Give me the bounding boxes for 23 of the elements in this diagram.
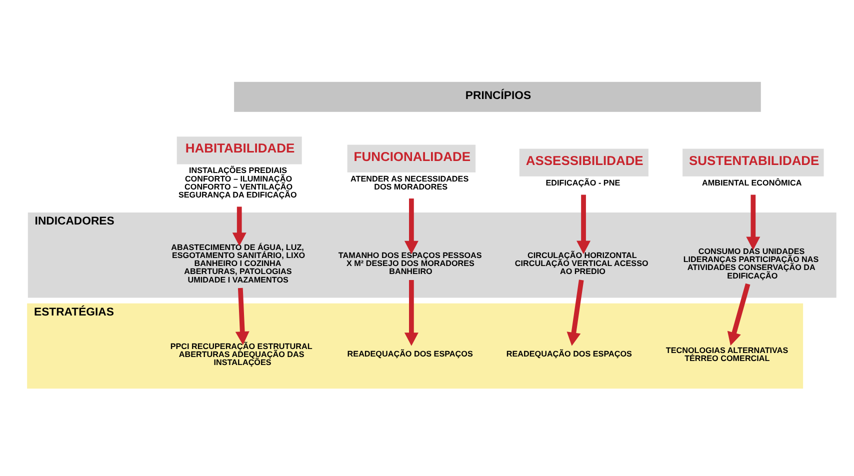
node-text: READEQUAÇÃO DOS ESPAÇOS: [347, 349, 473, 358]
node-box: PRINCÍPIOS: [234, 81, 761, 112]
arrow: [235, 287, 250, 344]
node-text: ABASTECIMENTO DE ÁGUA, LUZ, ESGOTAMENTO SANITÁRIO, LIXO BANHEIRO I COZINHA ABERTURAS, PATOLOGIAS UMIDADE I VAZAMENTOS: [171, 242, 306, 284]
node-text: CIRCULAÇÃO HORIZONTAL CIRCULAÇÃO VERTICAL ACESSO AO PREDIO: [514, 250, 648, 276]
node-box: HABITABILIDADE: [176, 136, 302, 164]
arrow: [746, 194, 760, 250]
node-box: ASSESSIBILIDADE: [519, 148, 648, 176]
arrow: [404, 198, 418, 254]
node-label: AMBIENTAL ECONÔMICA: [702, 178, 802, 187]
node-text: CONSUMO DAS UNIDADES LIDERANÇAS PARTICIPAÇÃO NAS ATIVIDADES CONSERVAÇÃO DA EDIFICAÇÃO: [683, 246, 819, 280]
arrow: [404, 280, 418, 346]
node-text: TECNOLOGIAS ALTERNATIVAS TÉRREO COMERCIAL: [666, 345, 788, 363]
node-text: READEQUAÇÃO DOS ESPAÇOS: [506, 349, 632, 358]
node-text: PPCI RECUPERAÇÃO ESTRUTURAL ABERTURAS ADEQUAÇÃO DAS INSTALAÇÕES: [170, 341, 312, 367]
node-label: EDIFICAÇÃO - PNE: [546, 178, 620, 187]
arrow: [232, 206, 246, 246]
node-text: TAMANHO DOS ESPAÇOS PESSOAS X M² DESEJO DOS MORADORES BANHEIRO: [338, 250, 482, 276]
node-box: SUSTENTABILIDADE: [682, 148, 824, 176]
node-label: INSTALAÇÕES PREDIAIS CONFORTO – ILUMINAÇÃO CONFORTO – VENTILAÇÃO SEGURANÇA DA EDIFICAÇÃO: [178, 166, 297, 200]
node-box: FUNCIONALIDADE: [347, 144, 476, 172]
arrow: [576, 194, 591, 254]
node-label: ATENDER AS NECESSIDADES DOS MORADORES: [350, 174, 469, 191]
